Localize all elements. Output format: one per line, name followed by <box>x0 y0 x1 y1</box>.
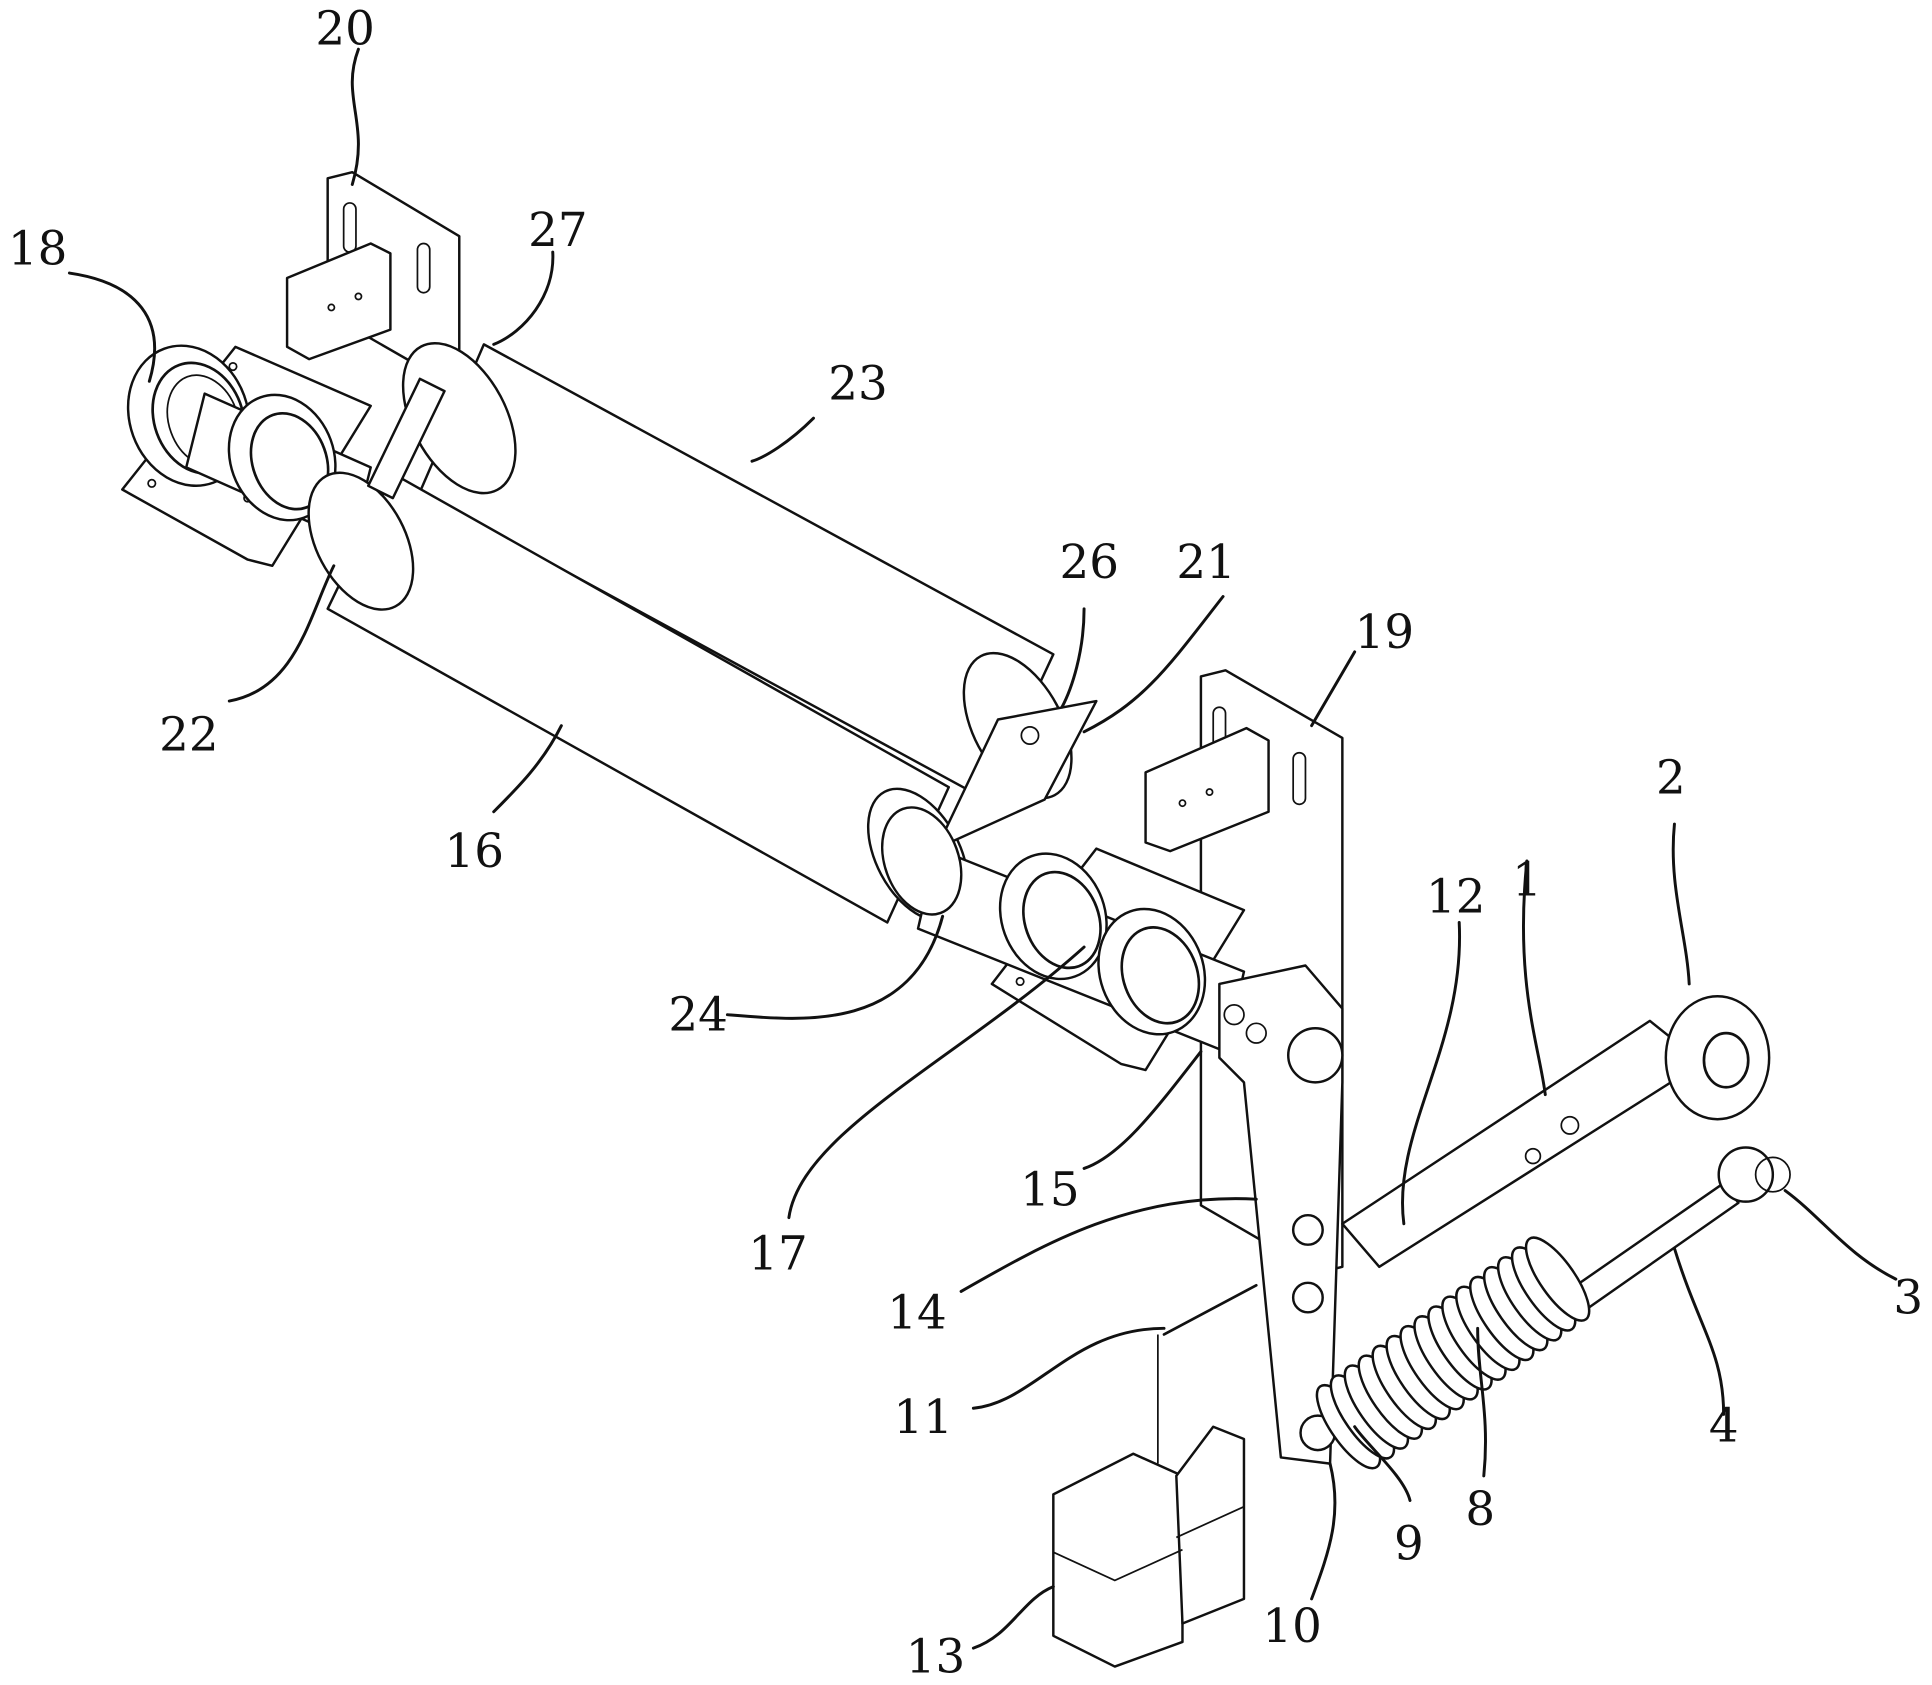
counterweight-13 <box>1052 1425 1246 1668</box>
label-16: 16 <box>445 825 504 879</box>
label-20: 20 <box>315 2 374 56</box>
part-labels: 20 18 27 23 26 21 19 22 16 2 12 1 24 15 … <box>8 2 1923 1684</box>
spring-8 <box>1315 1236 1591 1470</box>
bearing-right-outer <box>1097 907 1207 1036</box>
swing-arm-21 <box>935 699 1098 850</box>
label-19: 19 <box>1355 606 1414 660</box>
label-9: 9 <box>1394 1518 1424 1572</box>
mounting-bracket-20 <box>285 170 461 377</box>
label-10: 10 <box>1262 1600 1321 1654</box>
label-12: 12 <box>1426 871 1485 925</box>
bearing-17 <box>998 852 1108 981</box>
label-27: 27 <box>528 204 587 258</box>
label-13: 13 <box>906 1631 965 1685</box>
label-23: 23 <box>828 358 887 412</box>
label-3: 3 <box>1893 1272 1923 1326</box>
label-1: 1 <box>1512 853 1542 907</box>
leader-lines <box>67 47 1898 1650</box>
label-21: 21 <box>1176 536 1235 590</box>
label-11: 11 <box>893 1391 952 1445</box>
label-24: 24 <box>668 989 727 1043</box>
bearing-24 <box>880 806 963 916</box>
bearing-left-inner <box>227 393 337 522</box>
label-17: 17 <box>748 1227 807 1281</box>
label-4: 4 <box>1709 1399 1739 1453</box>
chain-11 <box>1157 1283 1258 1464</box>
label-2: 2 <box>1656 751 1686 805</box>
label-8: 8 <box>1465 1483 1495 1537</box>
label-15: 15 <box>1020 1163 1079 1217</box>
label-14: 14 <box>887 1286 946 1340</box>
swing-arm-27 <box>367 377 446 500</box>
lever-arm-14 <box>1218 964 1344 1465</box>
label-26: 26 <box>1059 536 1118 590</box>
arm-1 <box>1341 995 1771 1269</box>
label-18: 18 <box>8 222 67 276</box>
label-22: 22 <box>159 708 218 762</box>
spring-coil <box>1524 1236 1591 1322</box>
